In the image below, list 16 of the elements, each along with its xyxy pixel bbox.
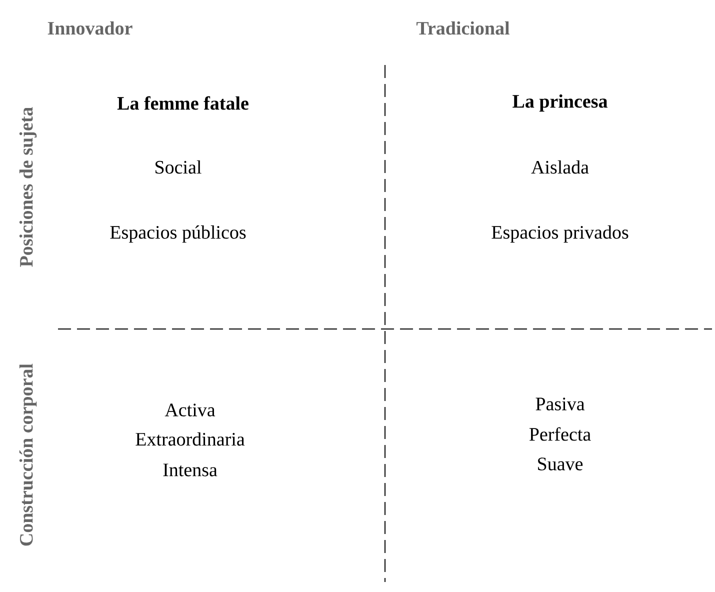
quadrant-text: Suave <box>538 458 583 470</box>
quadrant-text: Activa <box>164 404 216 416</box>
quadrant-text: Social <box>156 160 202 174</box>
quadrant-text: Espacios públicos <box>110 225 246 243</box>
quadrant-text: Intensa <box>163 464 218 476</box>
quadrant-text: Espacios privados <box>492 225 628 243</box>
quadrant-text: Extraordinaria <box>136 432 245 446</box>
column-heading: Innovador <box>48 21 132 35</box>
row-heading: Posiciones de sujeta <box>19 107 37 267</box>
quadrant-text: Perfecta <box>529 427 591 441</box>
row-heading: Construcción corporal <box>19 364 37 546</box>
column-heading: Tradicional <box>416 21 510 35</box>
quadrant-text: Pasiva <box>536 398 585 410</box>
quadrant-title: La princesa <box>512 94 608 112</box>
quadrant-text: Aislada <box>531 160 589 174</box>
quadrant-title: La femme fatale <box>117 96 248 110</box>
